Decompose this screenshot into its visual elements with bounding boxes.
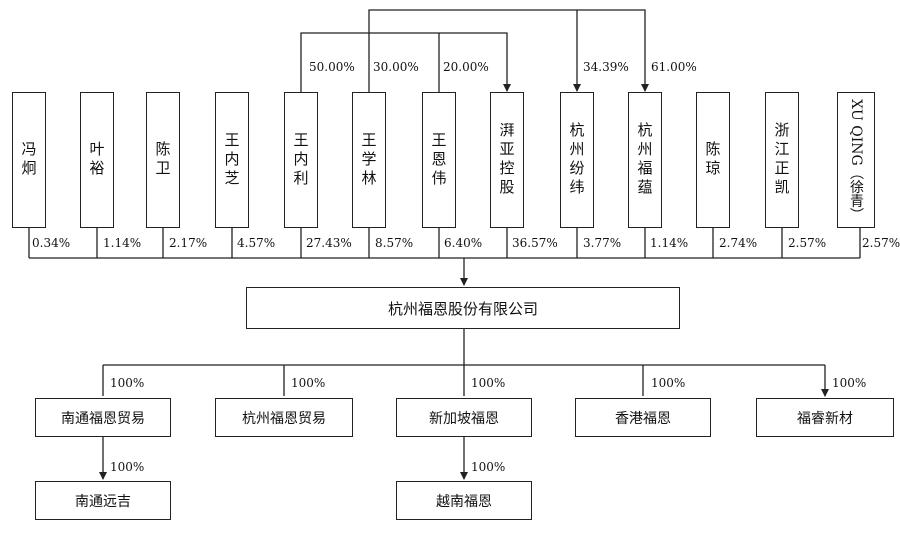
shareholder-name: 陈卫 xyxy=(153,141,172,179)
link-wang-xuelin-to-fenwei-fuyun xyxy=(368,9,649,92)
shareholder-box-paiya-holding: 湃亚控股 xyxy=(490,92,524,228)
shareholder-box-feng-jiong: 冯炯 xyxy=(12,92,46,228)
subsidiary-box-nantong-fuen-trade: 南通福恩贸易 xyxy=(35,398,171,437)
shareholder-box-chen-wei: 陈卫 xyxy=(146,92,180,228)
subsidiary-name: 香港福恩 xyxy=(615,410,671,427)
subsidiary-name: 南通福恩贸易 xyxy=(61,410,145,427)
shareholder-name: 叶裕 xyxy=(87,141,106,179)
shareholder-pct: 8.57% xyxy=(375,236,414,250)
shareholder-box-ye-yu: 叶裕 xyxy=(80,92,114,228)
subsidiary-pct: 100% xyxy=(291,376,326,390)
shareholder-box-wang-xuelin: 王学林 xyxy=(352,92,386,228)
shareholder-pct: 4.57% xyxy=(237,236,276,250)
subsidiary-name: 福睿新材 xyxy=(797,410,853,427)
label-pct-enwei-paiya: 20.00% xyxy=(443,60,489,74)
shareholder-box-chen-qiong: 陈琼 xyxy=(696,92,730,228)
shareholder-name: 冯炯 xyxy=(19,141,38,179)
subsidiary-pct: 100% xyxy=(471,376,506,390)
shareholder-box-xu-qing: XU QING（徐青） xyxy=(837,92,875,228)
shareholder-pct: 3.77% xyxy=(583,236,622,250)
link-wang-neili-to-paiya xyxy=(300,32,511,92)
subsidiary-box-hangzhou-fuen-trade: 杭州福恩贸易 xyxy=(215,398,353,437)
subsidiary-box-singapore-fuen: 新加坡福恩 xyxy=(396,398,532,437)
subsidiary-pct: 100% xyxy=(651,376,686,390)
shareholder-pct: 27.43% xyxy=(306,236,352,250)
company-name: 杭州福恩股份有限公司 xyxy=(387,299,538,318)
subsidiary-name: 新加坡福恩 xyxy=(429,410,499,427)
shareholder-pct: 2.74% xyxy=(719,236,758,250)
shareholder-pct: 0.34% xyxy=(32,236,71,250)
subsidiary-pct: 100% xyxy=(832,376,867,390)
shareholder-box-wang-neili: 王内利 xyxy=(284,92,318,228)
shareholder-pct: 2.17% xyxy=(169,236,208,250)
subsidiary-name: 杭州福恩贸易 xyxy=(242,410,326,427)
shareholder-pct: 2.57% xyxy=(862,236,900,250)
shareholder-name: 湃亚控股 xyxy=(497,122,516,198)
sub-subsidiary-box-vietnam-fuen: 越南福恩 xyxy=(396,481,532,520)
sub-subsidiary-name: 南通远吉 xyxy=(75,493,131,510)
shareholder-name: 杭州纷纬 xyxy=(567,122,586,198)
shareholder-name: 浙江正凯 xyxy=(772,122,791,198)
label-pct-xuelin-fuyun: 61.00% xyxy=(651,60,697,74)
shareholder-box-zhejiang-zhengkai: 浙江正凯 xyxy=(765,92,799,228)
label-pct-xuelin-paiya: 30.00% xyxy=(373,60,419,74)
company-box: 杭州福恩股份有限公司 xyxy=(246,287,680,329)
sub-subsidiary-box-nantong-yuanji: 南通远吉 xyxy=(35,481,171,520)
label-pct-xuelin-fenwei: 34.39% xyxy=(583,60,629,74)
shareholder-pct: 36.57% xyxy=(512,236,558,250)
shareholder-name: 王内芝 xyxy=(222,131,241,189)
sub-subsidiary-name: 越南福恩 xyxy=(436,493,492,510)
shareholder-name: 王学林 xyxy=(359,131,378,189)
shareholder-box-wang-enwei: 王恩伟 xyxy=(422,92,456,228)
shareholder-pct: 6.40% xyxy=(444,236,483,250)
shareholder-pct: 1.14% xyxy=(650,236,689,250)
shareholder-box-hangzhou-fenwei: 杭州纷纬 xyxy=(560,92,594,228)
sub-subsidiary-pct: 100% xyxy=(110,460,145,474)
shareholder-pct: 1.14% xyxy=(103,236,142,250)
shareholder-name: 王恩伟 xyxy=(429,131,448,189)
shareholder-name: 王内利 xyxy=(291,131,310,189)
shareholder-name: 陈琼 xyxy=(703,141,722,179)
label-pct-neili-paiya: 50.00% xyxy=(309,60,355,74)
shareholder-pct: 2.57% xyxy=(788,236,827,250)
subsidiary-box-hongkong-fuen: 香港福恩 xyxy=(575,398,711,437)
shareholder-box-wang-neizhi: 王内芝 xyxy=(215,92,249,228)
sub-subsidiary-pct: 100% xyxy=(471,460,506,474)
shareholder-name: 杭州福蕴 xyxy=(635,122,654,198)
shareholder-box-hangzhou-fuyun: 杭州福蕴 xyxy=(628,92,662,228)
shareholder-name: XU QING（徐青） xyxy=(848,98,864,222)
subsidiary-pct: 100% xyxy=(110,376,145,390)
subsidiary-box-furui-new-material: 福睿新材 xyxy=(756,398,894,437)
